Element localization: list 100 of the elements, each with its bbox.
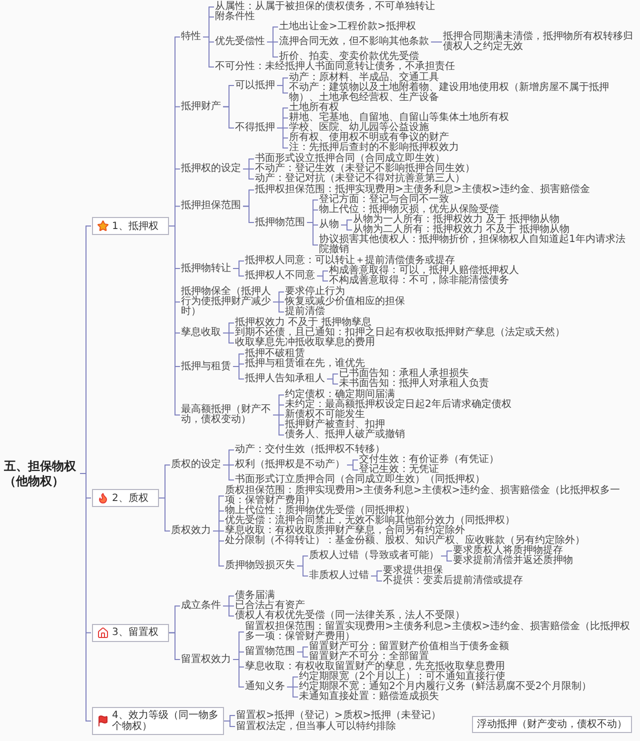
- branch-line: [370, 576, 382, 582]
- branch-line: [222, 332, 234, 344]
- topic-label: 质权的设定: [171, 460, 223, 470]
- topic-label: 从物为一人所有：抵押权效力 及于 抵押物从物: [353, 215, 560, 225]
- floating-topic-label: 浮动抵押（财产变动，债权不动）: [477, 719, 627, 730]
- topic-label: 不提供：变卖后提前清偿或提存: [383, 576, 523, 586]
- topic-label: 未通知直接处置：赔偿造成损失: [299, 692, 439, 702]
- topic-label: 已书面告知：承租人承担损失: [339, 369, 469, 379]
- topic-label: 新债权不可能发生: [285, 410, 365, 420]
- branch-line: [276, 85, 288, 94]
- topic-label: 约定期限不宽：通知2个月内履行义务（鲜活易腐不受2个月限制）: [299, 682, 592, 692]
- topic-label: 动产：登记对抗（未登记不得对抗善意第三人）: [255, 174, 465, 184]
- branch-line: [326, 378, 338, 384]
- branch-topic-label: 3、留置权: [112, 627, 158, 638]
- topic-label: 留置权担保范围：留置实现费用>主债务利息>主债权>违约金、损害赔偿金（比抵押权多一项：保管财产费用）: [245, 622, 634, 642]
- topic-label: 构成善意取得：可以，抵押人赔偿抵押权人: [329, 266, 519, 276]
- topic-label: 债务人、抵押人破产或撤销: [285, 430, 405, 440]
- topic-label: 要求质权人将质押物提存: [453, 546, 563, 556]
- topic-label: 学校、医院、幼儿园等公益设施: [289, 123, 429, 133]
- topic-label: 成立条件: [181, 601, 223, 611]
- topic-label: 不得抵押: [235, 123, 277, 133]
- branch-line: [266, 42, 278, 58]
- topic-label: 交付生效：有价证券（有凭证）: [359, 455, 499, 465]
- branch-topic-box: [92, 624, 169, 642]
- branch-topic-label: 1、抵押权: [112, 220, 158, 232]
- floating-topic-box: [472, 716, 632, 733]
- branch-line: [202, 36, 214, 68]
- branch-topic-label: 4、效力等级（同一物多个物权）: [112, 710, 219, 732]
- branch-line: [272, 414, 284, 436]
- topic-label: 未约定：最高额抵押权设定日起2年后请求确定债权: [285, 400, 512, 410]
- branch-line: [346, 464, 358, 470]
- topic-label: 孳息收取：有权收取留置财产的孳息，先充抵收取孳息费用: [245, 662, 505, 672]
- branch-line: [306, 222, 318, 246]
- branch-line: [440, 556, 452, 562]
- topic-label: 已合法占有资产: [235, 601, 305, 611]
- branch-line: [168, 226, 180, 416]
- topic-label: 提前清偿: [285, 307, 325, 317]
- branch-topic-box: [92, 489, 159, 507]
- topic-label: 不可分性：未经抵押人书面同意转让债务，不承担责任: [215, 62, 455, 72]
- topic-label: 注：先抵押后查封的不影响抵押权效力: [289, 143, 459, 153]
- topic-label: 最高额抵押（财产不动，债权变动）: [181, 405, 273, 425]
- topic-label: 质权效力: [171, 526, 213, 536]
- topic-label: 抵押财产: [181, 102, 223, 112]
- branch-line: [222, 606, 234, 616]
- branch-line: [242, 206, 254, 223]
- topic-label: 特性: [181, 32, 203, 42]
- branch-line: [316, 276, 328, 282]
- branch-line: [158, 498, 170, 532]
- topic-label: 抵押人告知承租人: [245, 374, 327, 384]
- branch-topic-box: [92, 707, 224, 735]
- topic-label: 抵押权人不同意: [245, 271, 317, 281]
- branch-line: [242, 168, 254, 180]
- topic-label: 土地出让金>工程价款>抵押权: [279, 22, 416, 32]
- topic-label: 收取孳息先冲抵收取孳息的费用: [235, 338, 375, 348]
- topic-label: 所有权、使用权不明或有争议的财产: [289, 133, 449, 143]
- topic-label: 物上代位：抵押物灭损，优先从保险受偿: [319, 205, 499, 215]
- branch-line: [168, 632, 180, 660]
- topic-label: 质权人过错（导致或者可能）: [309, 551, 441, 561]
- topic-label: 抵押物转让: [181, 264, 233, 274]
- topic-label: 动产：原材料、半成品、交通工具: [289, 73, 439, 83]
- topic-label: 约定债权：确定期间届满: [285, 390, 395, 400]
- branch-line: [296, 652, 308, 658]
- topic-label: 抵押不破租赁: [245, 349, 305, 359]
- topic-label: 抵押权担保范围：抵押实现费用>主债务利息>主债权>违约金、损害赔偿金: [255, 185, 590, 195]
- topic-label: 抵押合同期满未清偿，抵押物所有权转移归债权人之约定无效: [443, 32, 634, 52]
- branch-line: [286, 686, 298, 698]
- topic-label: 留置财产不可分：全部留置: [309, 652, 429, 662]
- topic-label: 不构成善意取得：不可，除非能清偿债务: [329, 276, 509, 286]
- topic-label: 抵押担保范围: [181, 201, 243, 212]
- topic-label: 未书面告知：抵押人对承租人负责: [339, 379, 489, 389]
- topic-label: 约定期限宽（2个月以上）：可不通知直接行使: [299, 672, 506, 682]
- topic-label: 优先受偿：流押合同禁止，无效不影响其他部分效力（同抵押权）: [225, 516, 515, 526]
- topic-label: 登记生效：无凭证: [359, 465, 439, 475]
- branch-line: [232, 366, 244, 380]
- branch-line: [272, 302, 284, 312]
- topic-label: 通知义务: [245, 682, 287, 692]
- topic-label: 抵押财产被查封、扣押: [285, 420, 385, 430]
- branch-line: [212, 530, 224, 566]
- topic-label: 孳息收取: [181, 328, 223, 338]
- topic-label: 从物为二人所有：抵押权效力 不及于 抵押物从物: [353, 225, 570, 235]
- topic-label: 不动产：建筑物以及土地附着物、建设用地使用权（新增房屋不属于抵押物）、土地承包经营权、生产设备: [289, 83, 634, 103]
- topic-label: 要求停止行为: [285, 287, 345, 297]
- branch-line: [276, 128, 288, 148]
- topic-label: 从物: [319, 220, 341, 230]
- topic-label: 书面形式订立质押合同（合同成立即生效）（同抵押权）: [235, 475, 485, 485]
- topic-label: 留置权>抵押（登记）>质权>抵押（未登记）: [236, 710, 442, 720]
- topic-label: 债权人有权优先受偿（同一法律关系，法人不受限）: [235, 611, 465, 621]
- topic-label: 登记方面：登记与合同不一致: [319, 195, 449, 205]
- topic-label: 留置物范围: [245, 647, 297, 657]
- topic-label: 不动产：登记生效（未登记不影响抵押合同生效）: [255, 164, 475, 174]
- branch-line: [340, 224, 352, 230]
- topic-label: 留置权效力: [181, 654, 233, 664]
- topic-label: 从属性：从属于被担保的债权债务，不可单独转让: [215, 2, 435, 12]
- branch-line: [80, 473, 92, 722]
- topic-label: 权利（抵押权是不动产）: [235, 460, 347, 470]
- topic-label: 抵押权效力 不及于 抵押物孳息: [235, 318, 372, 328]
- topic-label: 书面形式设立抵押合同（合同成立即生效）: [255, 154, 445, 164]
- branch-topic-box: [92, 217, 169, 235]
- topic-label: 抵押物范围: [255, 218, 307, 228]
- topic-label: 留置财产可分：留置财产价值相当于债务金额: [309, 642, 509, 652]
